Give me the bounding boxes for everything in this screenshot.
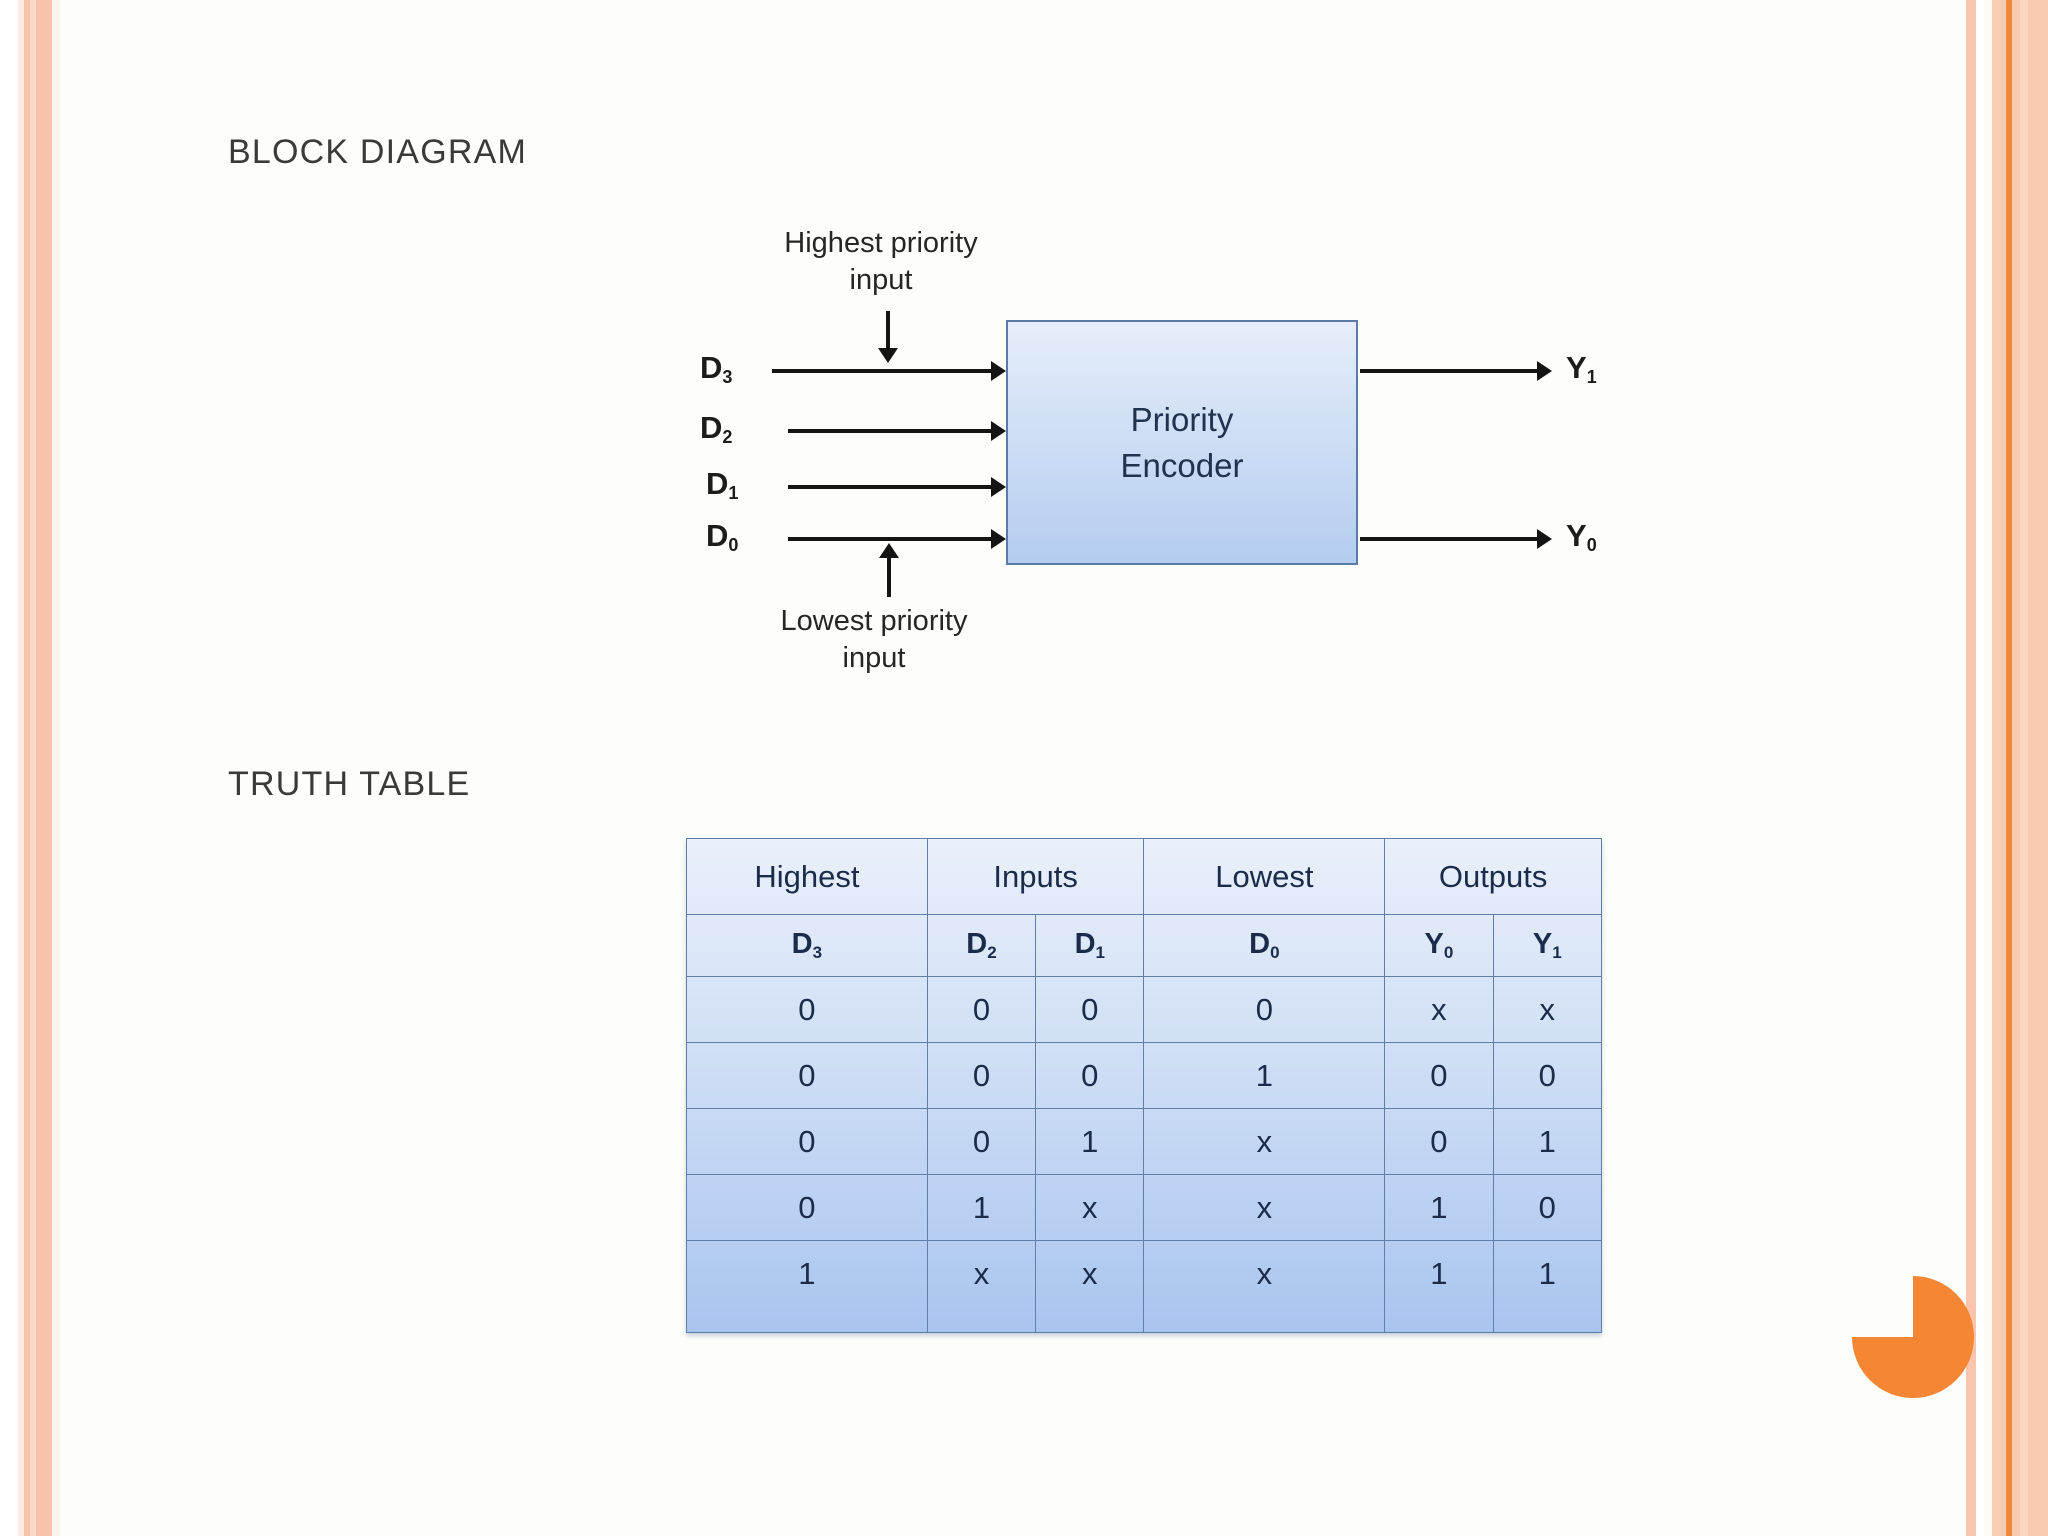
input-label-d0: D0 — [706, 518, 738, 556]
highest-caption-line2: input — [849, 264, 913, 297]
subheader-d1: D1 — [1035, 914, 1145, 977]
encoder-label-line2: Encoder — [1120, 446, 1244, 484]
lowest-caption-line2: input — [842, 642, 906, 675]
cell-y1: 1 — [1492, 1240, 1603, 1333]
cell-d3: 0 — [686, 976, 928, 1043]
block-diagram-figure: Highest priority input Lowest priority i… — [690, 215, 1597, 695]
up-arrow-icon — [879, 543, 899, 597]
cell-d1: x — [1035, 1174, 1145, 1241]
cell-d1: 1 — [1035, 1108, 1145, 1175]
cell-d2: 1 — [926, 1174, 1037, 1241]
output-arrow-y0 — [1360, 529, 1552, 549]
group-header-highest: Highest — [686, 838, 928, 915]
output-label-y0: Y0 — [1566, 518, 1597, 556]
cell-y1: 1 — [1492, 1108, 1603, 1175]
table-row: 0 0 0 1 0 0 — [686, 1042, 1603, 1109]
cell-y1: 0 — [1492, 1042, 1603, 1109]
block-diagram-heading: BLOCK DIAGRAM — [228, 133, 527, 171]
subheader-y1: Y1 — [1492, 914, 1603, 977]
cell-y0: x — [1384, 976, 1494, 1043]
cell-d2: 0 — [926, 976, 1037, 1043]
subheader-d2: D2 — [926, 914, 1037, 977]
group-header-inputs: Inputs — [926, 838, 1145, 915]
group-header-outputs: Outputs — [1384, 838, 1602, 915]
table-group-header-row: Highest Inputs Lowest Outputs — [686, 838, 1602, 915]
input-label-d2: D2 — [700, 410, 732, 448]
cell-d3: 0 — [686, 1042, 928, 1109]
table-subheader-row: D3 D2 D1 D0 Y0 Y1 — [686, 914, 1603, 977]
cell-d0: x — [1143, 1108, 1386, 1175]
table-row: 0 0 1 x 0 1 — [686, 1108, 1603, 1175]
lowest-priority-caption: Lowest priority input — [704, 603, 1044, 677]
input-d1-base: D — [706, 466, 729, 501]
input-d3-sub: 3 — [722, 367, 733, 387]
cell-d2: x — [926, 1240, 1037, 1333]
table-row: 0 0 0 0 x x — [686, 976, 1603, 1043]
input-arrow-d2 — [788, 421, 1006, 441]
cell-d0: 1 — [1143, 1042, 1386, 1109]
input-arrow-d1 — [788, 477, 1006, 497]
cell-d1: 0 — [1035, 976, 1145, 1043]
input-d1-sub: 1 — [728, 483, 739, 503]
lowest-caption-line1: Lowest priority — [780, 605, 968, 637]
cell-y1: x — [1492, 976, 1603, 1043]
cell-y1: 0 — [1492, 1174, 1603, 1241]
cell-d0: 0 — [1143, 976, 1386, 1043]
cell-d0: x — [1143, 1240, 1386, 1333]
cell-d2: 0 — [926, 1042, 1037, 1109]
cell-y0: 1 — [1384, 1174, 1494, 1241]
cell-d3: 1 — [686, 1240, 928, 1333]
output-y1-base: Y — [1566, 350, 1587, 385]
input-arrow-d3 — [772, 361, 1006, 381]
table-row: 0 1 x x 1 0 — [686, 1174, 1603, 1241]
input-d0-sub: 0 — [728, 535, 739, 555]
cell-y0: 0 — [1384, 1042, 1494, 1109]
cell-d1: x — [1035, 1240, 1145, 1333]
input-label-d3: D3 — [700, 350, 732, 388]
cell-d2: 0 — [926, 1108, 1037, 1175]
output-arrow-y1 — [1360, 361, 1552, 381]
output-y0-sub: 0 — [1586, 535, 1597, 555]
cell-d3: 0 — [686, 1174, 928, 1241]
cell-y0: 0 — [1384, 1108, 1494, 1175]
down-arrow-icon — [878, 311, 898, 363]
output-y1-sub: 1 — [1586, 367, 1597, 387]
cell-y0: 1 — [1384, 1240, 1494, 1333]
left-edge-stripe — [0, 0, 60, 1536]
cell-d3: 0 — [686, 1108, 928, 1175]
subheader-y0: Y0 — [1384, 914, 1494, 977]
input-d0-base: D — [706, 518, 729, 553]
output-y0-base: Y — [1566, 518, 1587, 553]
cell-d0: x — [1143, 1174, 1386, 1241]
group-header-lowest: Lowest — [1143, 838, 1386, 915]
pacman-accent-icon — [1852, 1276, 1974, 1398]
right-edge-stripe — [1962, 0, 2048, 1536]
table-row: 1 x x x 1 1 — [686, 1240, 1603, 1333]
input-d3-base: D — [700, 350, 723, 385]
encoder-label-line1: Priority — [1130, 400, 1234, 438]
input-d2-base: D — [700, 410, 723, 445]
truth-table: Highest Inputs Lowest Outputs D3 D2 D1 D… — [686, 838, 1603, 1333]
input-d2-sub: 2 — [722, 427, 733, 447]
highest-caption-line1: Highest priority — [784, 227, 978, 259]
highest-priority-caption: Highest priority input — [711, 225, 1051, 299]
subheader-d0: D0 — [1143, 914, 1386, 977]
cell-d1: 0 — [1035, 1042, 1145, 1109]
priority-encoder-block: Priority Encoder — [1006, 320, 1358, 565]
input-arrow-d0 — [788, 529, 1006, 549]
input-label-d1: D1 — [706, 466, 738, 504]
output-label-y1: Y1 — [1566, 350, 1597, 388]
truth-table-heading: TRUTH TABLE — [228, 765, 471, 803]
subheader-d3: D3 — [686, 914, 928, 977]
